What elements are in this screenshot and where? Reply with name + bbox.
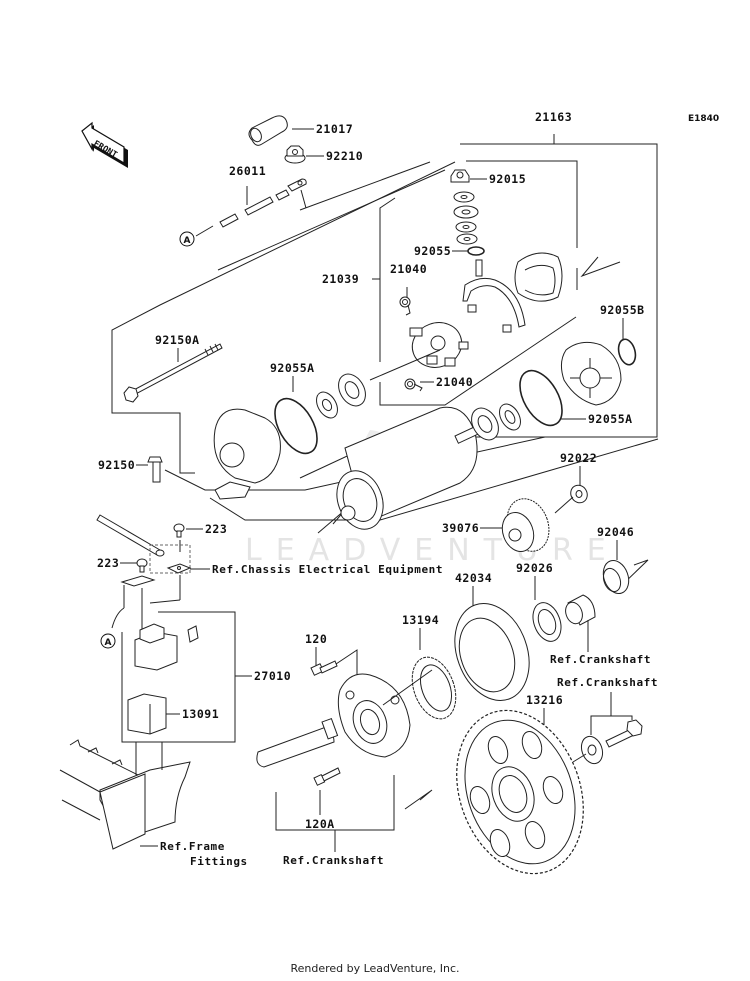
ref-frame-line1[interactable]: Ref.Frame xyxy=(160,840,225,853)
ref-crankshaft-right[interactable]: Ref.Crankshaft xyxy=(557,676,658,689)
brush-holder xyxy=(409,322,469,368)
ref-crankshaft-bottom[interactable]: Ref.Crankshaft xyxy=(283,854,384,867)
part-42034[interactable] xyxy=(442,586,542,711)
label-92150: 92150 xyxy=(98,458,135,472)
part-120[interactable] xyxy=(310,647,358,690)
label-92015: 92015 xyxy=(489,172,526,186)
label-92022: 92022 xyxy=(560,451,597,465)
part-26011[interactable] xyxy=(195,178,307,237)
part-92055[interactable] xyxy=(452,246,485,256)
footer-credit: Rendered by LeadVenture, Inc. xyxy=(290,962,460,975)
part-13194[interactable] xyxy=(404,628,463,725)
part-92046[interactable] xyxy=(599,540,633,597)
front-arrow: FRONT xyxy=(81,121,128,168)
clutch-coupling xyxy=(337,669,433,758)
crankshaft-stub xyxy=(256,717,339,768)
svg-text:A: A xyxy=(105,638,112,648)
part-223-b[interactable] xyxy=(120,558,148,573)
part-92055A-left[interactable] xyxy=(266,376,325,460)
front-housing xyxy=(213,408,281,500)
part-13091[interactable] xyxy=(127,693,180,735)
part-92150A[interactable] xyxy=(123,343,223,403)
battery-cable xyxy=(96,514,210,640)
brush-terminal xyxy=(462,259,526,333)
label-223-b: 223 xyxy=(97,556,119,570)
ref-chassis-electrical[interactable]: Ref.Chassis Electrical Equipment xyxy=(212,563,443,576)
label-42034: 42034 xyxy=(455,571,492,585)
label-21163: 21163 xyxy=(535,110,572,124)
end-cover xyxy=(514,252,563,302)
collar xyxy=(565,594,596,652)
label-120: 120 xyxy=(305,632,327,646)
part-21040-spring-a[interactable] xyxy=(399,296,411,316)
ref-crankshaft-upper[interactable]: Ref.Crankshaft xyxy=(550,653,651,666)
label-26011: 26011 xyxy=(229,164,266,178)
label-13194: 13194 xyxy=(402,613,439,627)
label-13091: 13091 xyxy=(182,707,219,721)
label-223-a: 223 xyxy=(205,522,227,536)
label-92150A: 92150A xyxy=(155,333,200,347)
part-120A[interactable] xyxy=(313,767,341,815)
part-13216[interactable] xyxy=(435,693,605,892)
label-21017: 21017 xyxy=(316,122,353,136)
svg-text:A: A xyxy=(184,236,191,246)
part-92055A-right[interactable] xyxy=(511,364,586,433)
label-92046: 92046 xyxy=(597,525,634,539)
part-21040-spring-b[interactable] xyxy=(404,378,434,392)
part-92210[interactable] xyxy=(284,145,324,164)
label-92026: 92026 xyxy=(516,561,553,575)
rear-bearings xyxy=(471,403,521,441)
frame-fitting xyxy=(59,739,191,850)
label-21040-b: 21040 xyxy=(436,375,473,389)
label-92055B: 92055B xyxy=(600,303,645,317)
part-92022[interactable] xyxy=(554,466,590,514)
washer-stack xyxy=(453,191,479,245)
diagram-code: E1840 xyxy=(688,114,719,124)
label-21039: 21039 xyxy=(322,272,359,286)
part-92015[interactable] xyxy=(450,169,487,183)
label-92210: 92210 xyxy=(326,149,363,163)
part-92150[interactable] xyxy=(136,456,163,483)
part-39076[interactable] xyxy=(480,493,556,557)
label-92055: 92055 xyxy=(414,244,451,258)
rear-cover xyxy=(560,341,622,406)
relay-bracket xyxy=(121,611,252,743)
label-92055A-left: 92055A xyxy=(270,361,315,375)
ref-frame-line2[interactable]: Fittings xyxy=(190,855,248,868)
label-120A: 120A xyxy=(305,817,335,831)
label-92055A-right: 92055A xyxy=(588,412,633,426)
part-223-a[interactable] xyxy=(173,523,203,552)
callout-a-top: A xyxy=(179,231,195,247)
label-21040-a: 21040 xyxy=(390,262,427,276)
armature xyxy=(336,406,496,530)
part-92055B[interactable] xyxy=(616,318,638,367)
callout-a-bottom: A xyxy=(100,633,116,649)
crank-washer-bolt xyxy=(572,692,643,765)
front-bearing xyxy=(316,373,366,419)
label-27010: 27010 xyxy=(254,669,291,683)
crankshaft-bracket-bottom xyxy=(275,775,395,852)
part-92026[interactable] xyxy=(528,576,566,645)
part-27010[interactable] xyxy=(134,623,199,671)
label-39076: 39076 xyxy=(442,521,479,535)
label-13216: 13216 xyxy=(526,693,563,707)
part-21017[interactable] xyxy=(248,115,314,146)
